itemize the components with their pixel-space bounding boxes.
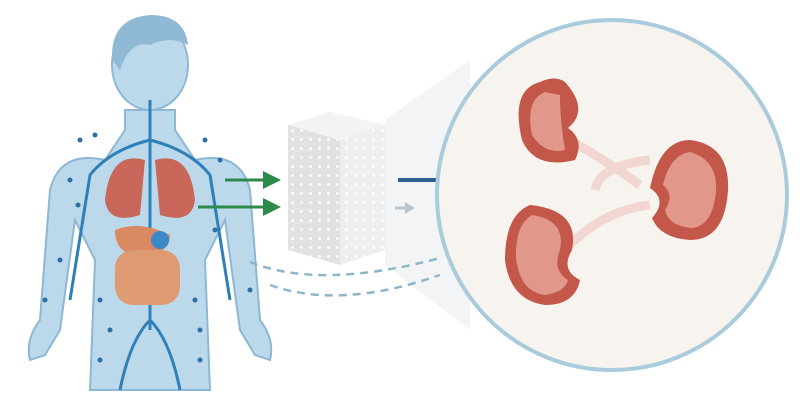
porous-block-icon	[288, 112, 385, 265]
digestive-organs	[115, 226, 180, 305]
kidney-icon	[505, 78, 729, 305]
green-arrows	[198, 171, 281, 216]
dashed-curves	[249, 256, 441, 297]
grey-arrow	[395, 202, 415, 214]
lungs	[105, 158, 195, 218]
particle-dots	[42, 132, 253, 363]
magnified-view	[435, 18, 789, 372]
human-body-icon	[27, 15, 273, 391]
